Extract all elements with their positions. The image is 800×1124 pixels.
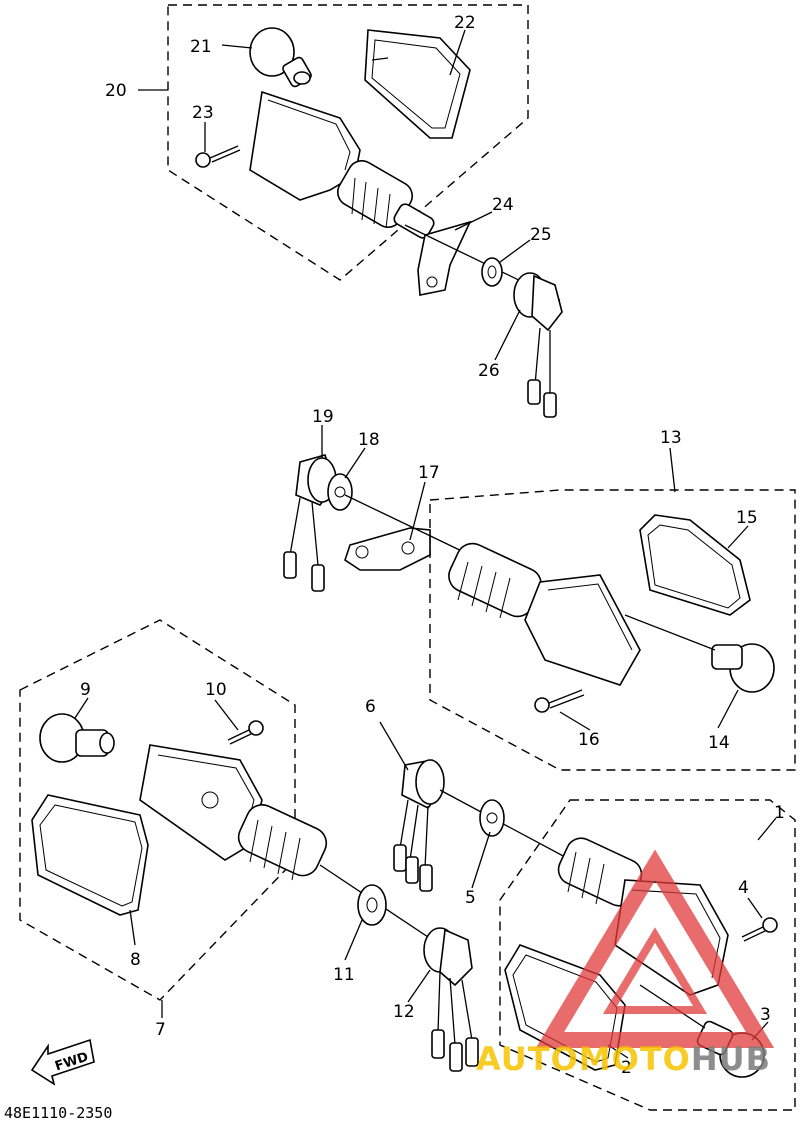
- callout-12: 12: [393, 1002, 415, 1022]
- group-outline-1: [499, 799, 796, 1111]
- callout-23: 23: [192, 103, 214, 123]
- watermark-text: AUTOMOTOHUB: [476, 1040, 771, 1078]
- nut-5: [439, 789, 581, 866]
- callout-21: 21: [190, 37, 212, 57]
- grommet-6: [393, 759, 445, 892]
- grommet-26: [513, 272, 563, 418]
- fwd-arrow-icon: FWD: [30, 1038, 95, 1086]
- callout-5: 5: [465, 888, 476, 908]
- screw-16: [534, 689, 585, 713]
- nut-11: [319, 864, 441, 946]
- housing-13: [448, 542, 641, 686]
- watermark-auto: AUTO: [476, 1040, 579, 1078]
- callout-2: 2: [621, 1058, 632, 1078]
- callout-19: 19: [312, 407, 334, 427]
- bracket-17: [344, 494, 471, 571]
- callout-26: 26: [478, 361, 500, 381]
- callout-6: 6: [365, 697, 376, 717]
- screw-4: [741, 917, 778, 942]
- group-outline-20: [167, 4, 529, 281]
- watermark-logo-icon: [535, 849, 775, 1048]
- callout-4: 4: [738, 878, 749, 898]
- lens-8: [31, 794, 149, 916]
- bracket-24: [404, 220, 561, 301]
- callout-13: 13: [660, 428, 682, 448]
- callout-9: 9: [80, 680, 91, 700]
- callout-10: 10: [205, 680, 227, 700]
- callout-1: 1: [774, 803, 785, 823]
- group-outline-13: [429, 489, 796, 771]
- screw-10: [227, 720, 264, 745]
- callout-11: 11: [333, 965, 355, 985]
- callout-25: 25: [530, 225, 552, 245]
- callout-15: 15: [736, 508, 758, 528]
- grommet-19: [283, 454, 337, 592]
- callout-17: 17: [418, 463, 440, 483]
- diagram-code: 48E1110-2350: [4, 1104, 112, 1122]
- lens-22: [364, 29, 471, 139]
- callout-7: 7: [155, 1020, 166, 1040]
- nut-25: [481, 257, 503, 287]
- svg-text:AUTOMOTOHUB: AUTOMOTOHUB: [476, 1040, 771, 1078]
- bulb-14: [624, 614, 775, 693]
- callout-3: 3: [760, 1005, 771, 1025]
- callout-labels: 1 2 3 4 5 6 7 8 9 10 11 12 13 14 15 16 1…: [80, 13, 785, 1078]
- callout-8: 8: [130, 950, 141, 970]
- grommet-12: [423, 927, 479, 1072]
- leader-lines: [74, 29, 777, 1059]
- lens-15: [639, 514, 751, 616]
- screw-23: [195, 145, 241, 168]
- callout-18: 18: [358, 430, 380, 450]
- callout-20: 20: [105, 81, 127, 101]
- nut-18: [327, 473, 353, 511]
- housing-7: [139, 744, 328, 881]
- watermark-moto: MOTO: [579, 1040, 691, 1078]
- callout-16: 16: [578, 730, 600, 750]
- bulb-9: [39, 713, 115, 763]
- callout-14: 14: [708, 733, 730, 753]
- callout-22: 22: [454, 13, 476, 33]
- housing-20: [249, 90, 435, 239]
- bulb-21: [249, 27, 312, 88]
- callout-24: 24: [492, 195, 514, 215]
- watermark-hub: HUB: [691, 1040, 771, 1078]
